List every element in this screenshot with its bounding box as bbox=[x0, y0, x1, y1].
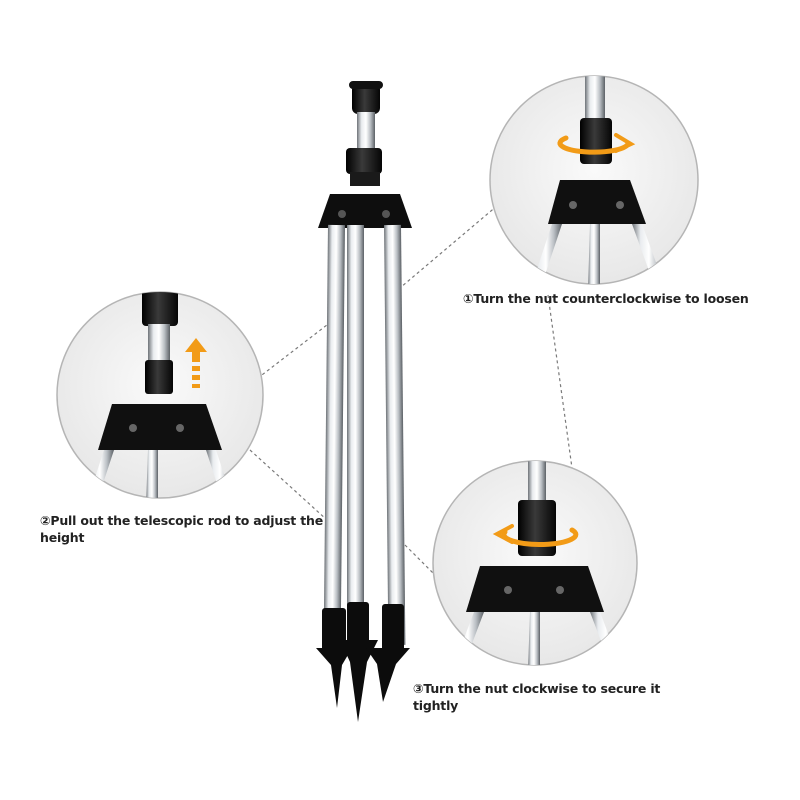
connector-line-1 bbox=[393, 204, 499, 294]
pull-up-arrow-icon bbox=[185, 338, 207, 388]
tripod-nut bbox=[346, 148, 382, 174]
detail-circle-loosen bbox=[489, 75, 699, 285]
rotate-clockwise-arrow-icon bbox=[492, 524, 579, 547]
connector-line-4 bbox=[547, 294, 573, 469]
tripod-head bbox=[318, 194, 412, 228]
connector-lines bbox=[249, 204, 573, 581]
connector-line-2 bbox=[257, 317, 337, 379]
tripod bbox=[316, 81, 412, 722]
rotate-counterclockwise-arrow-icon bbox=[557, 133, 636, 155]
nozzle-cap bbox=[352, 84, 380, 114]
connector-line-3 bbox=[249, 449, 339, 531]
step-1-label: ①Turn the nut counterclockwise to loosen bbox=[463, 291, 749, 306]
step-3-label: ③Turn the nut clockwise to secure it tig… bbox=[413, 681, 661, 713]
telescopic-rod bbox=[357, 112, 375, 150]
step-2-label: ②Pull out the telescopic rod to adjust t… bbox=[40, 513, 323, 545]
ground-spikes bbox=[316, 602, 410, 722]
detail-circle-pull bbox=[56, 291, 264, 499]
connector-line-5 bbox=[404, 544, 441, 581]
tripod-legs bbox=[323, 224, 406, 646]
detail-circle-tighten bbox=[432, 460, 638, 666]
